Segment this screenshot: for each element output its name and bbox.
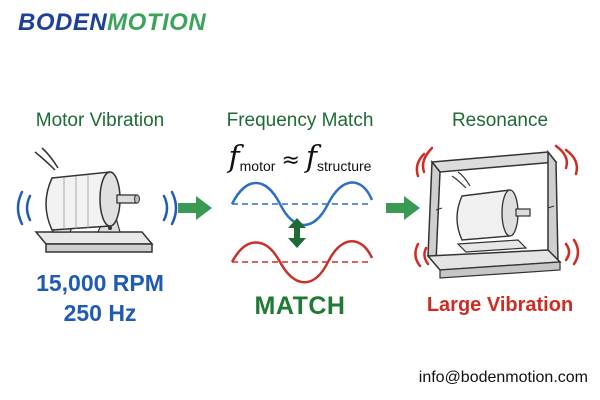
structure-subscript: structure [316, 158, 372, 174]
large-vibration-label: Large Vibration [426, 294, 574, 316]
match-label: MATCH [254, 292, 346, 320]
arrow-right-icon [386, 196, 420, 220]
motor-vibration-title: Motor Vibration [35, 110, 165, 131]
frequency-waves [230, 181, 374, 284]
contact-email[interactable]: info@bodenmotion.com [418, 369, 588, 386]
arrow-right-icon [178, 196, 212, 220]
hz-value: 250 Hz [63, 300, 137, 326]
rpm-value: 15,000 RPM [36, 270, 164, 296]
frequency-formula: fmotor≈fstructure [200, 140, 400, 175]
approx-symbol: ≈ [281, 148, 300, 173]
frequency-match-title: Frequency Match [226, 110, 374, 131]
f-symbol-structure: f [305, 140, 317, 175]
resonance-illustration [414, 144, 580, 279]
resonance-title: Resonance [451, 110, 549, 131]
logo: BODENMOTION [18, 6, 206, 40]
double-arrow-icon [288, 218, 306, 248]
logo-text-boden: BODEN [18, 9, 108, 36]
motor-subscript: motor [239, 158, 276, 174]
f-symbol-motor: f [228, 140, 240, 175]
motor-illustration [16, 147, 178, 253]
logo-text-motion: MOTION [107, 9, 207, 36]
